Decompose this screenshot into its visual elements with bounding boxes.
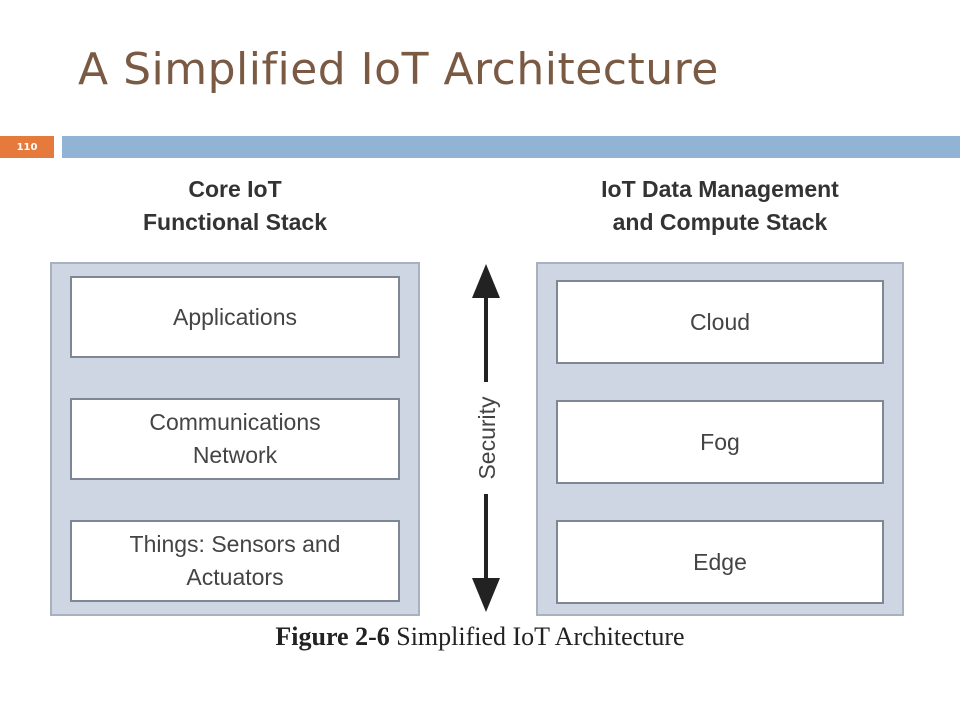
figure-caption: Figure 2-6 Simplified IoT Architecture [0,622,960,652]
right-stack-heading-line2: and Compute Stack [612,209,828,235]
layer-things-label-line2: Actuators [186,564,284,590]
layer-edge-label: Edge [693,548,747,575]
left-stack-heading-line2: Functional Stack [142,209,328,235]
layer-things: Things: Sensors and Actuators [70,520,400,602]
layer-fog-label: Fog [700,428,740,455]
security-label: Security [474,396,500,480]
layer-communications-label-line2: Network [192,442,278,468]
layer-fog: Fog [556,400,884,484]
right-stack-heading-line1: IoT Data Management [601,176,839,202]
layer-communications-label-line1: Communications [149,409,321,435]
left-stack-heading-line1: Core IoT [188,176,282,202]
layer-communications-network: Communications Network [70,398,400,480]
layer-things-label-line1: Things: Sensors and [129,531,341,557]
layer-edge: Edge [556,520,884,604]
figure-caption-label: Figure 2-6 [275,622,390,651]
security-arrow: Security [468,264,504,612]
page-number-badge: 110 [0,136,54,158]
figure-caption-text: Simplified IoT Architecture [396,622,685,651]
right-stack-heading: IoT Data Management and Compute Stack [540,173,900,239]
header-bar [62,136,960,158]
layer-cloud-label: Cloud [689,308,751,335]
layer-applications: Applications [70,276,400,358]
layer-applications-label: Applications [172,303,298,330]
layer-cloud: Cloud [556,280,884,364]
slide-title: A Simplified IoT Architecture [78,44,719,95]
left-stack-heading: Core IoT Functional Stack [60,173,410,239]
